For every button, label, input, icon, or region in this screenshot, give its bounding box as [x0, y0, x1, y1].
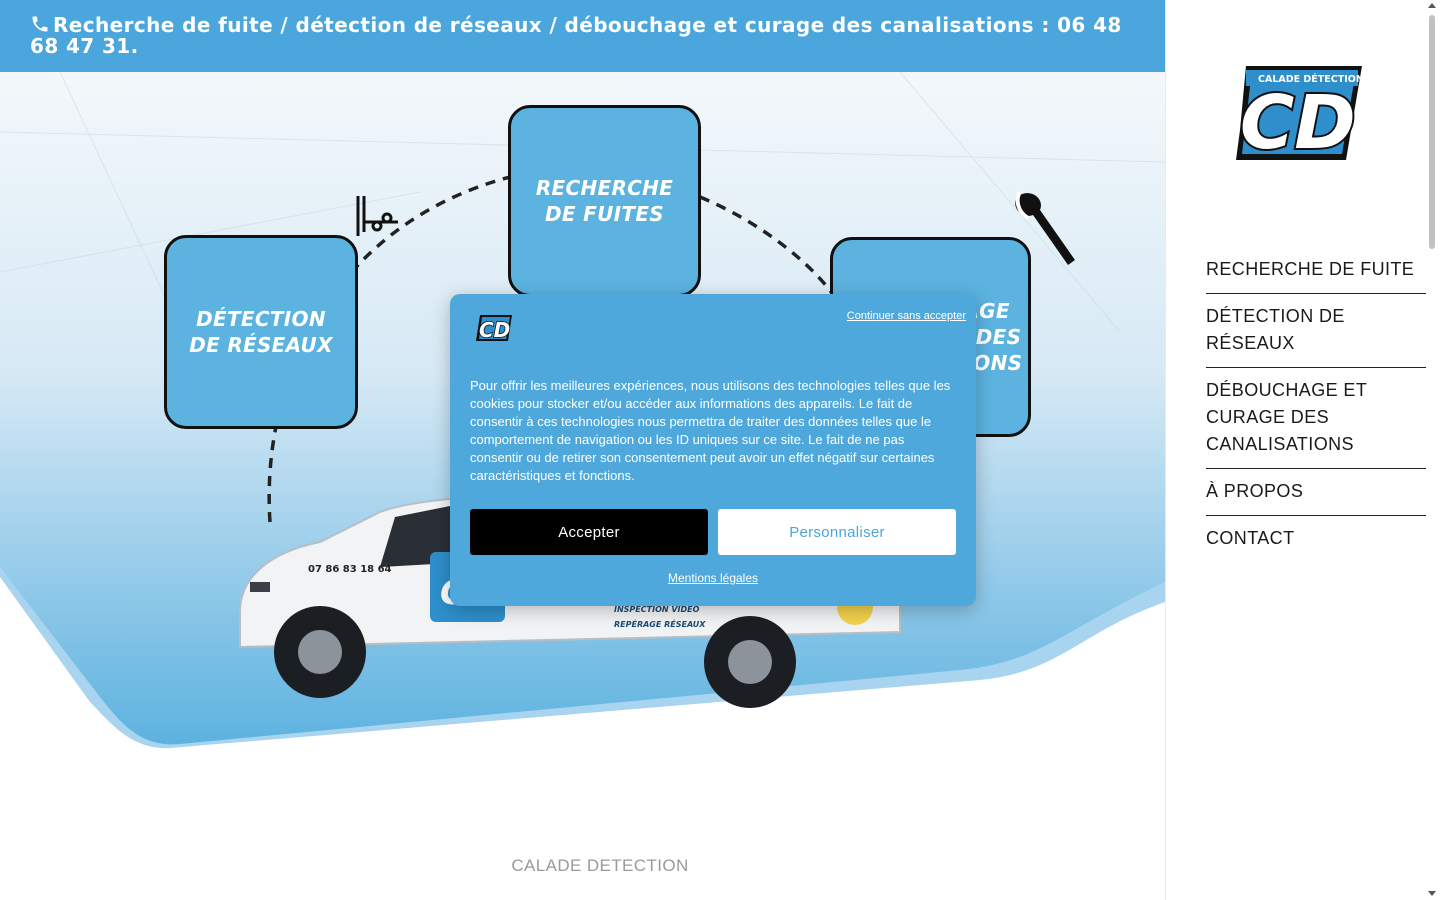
truck-phone: 07 86 83 18 64 [308, 564, 392, 575]
phone-icon [32, 16, 48, 32]
truck-line-1: INSPECTION VIDÉO [614, 603, 700, 614]
customize-button[interactable]: Personnaliser [718, 509, 956, 555]
nav-debouchage-curage[interactable]: DÉBOUCHAGE ET CURAGE DES CANALISATIONS [1206, 377, 1426, 469]
sidebar: CALADE DÉTECTION CD RECHERCHE DE FUITE D… [1165, 0, 1440, 900]
scroll-thumb[interactable] [1429, 15, 1435, 249]
nav-contact[interactable]: CONTACT [1206, 528, 1295, 548]
accept-button[interactable]: Accepter [470, 509, 708, 555]
nav-recherche-de-fuite[interactable]: RECHERCHE DE FUITE [1206, 256, 1426, 294]
cookie-text: Pour offrir les meilleures expériences, … [470, 378, 951, 483]
site-logo[interactable]: CALADE DÉTECTION CD [1228, 60, 1366, 166]
cookie-consent-dialog: CD Continuer sans accepter Pour offrir l… [450, 294, 976, 606]
legal-notice-link[interactable]: Mentions légales [667, 571, 759, 585]
section-label: CALADE DETECTION [511, 856, 689, 875]
main-nav: RECHERCHE DE FUITE DÉTECTION DE RÉSEAUX … [1206, 256, 1426, 571]
node-label: DÉTECTION DE RÉSEAUX [189, 307, 333, 357]
node-detection-reseaux[interactable]: DÉTECTION DE RÉSEAUX [164, 235, 358, 429]
node-label: RECHERCHE DE FUITES [535, 176, 674, 226]
continue-without-accepting-link[interactable]: Continuer sans accepter [846, 310, 966, 322]
logo-mark: CD [1240, 80, 1356, 166]
scroll-up-arrow-icon[interactable] [1428, 3, 1436, 8]
svg-text:CD: CD [479, 318, 510, 342]
top-banner: Recherche de fuite / détection de réseau… [0, 0, 1165, 72]
banner-end: . [130, 34, 139, 58]
truck-line-2: REPÉRAGE RÉSEAUX [614, 618, 706, 629]
wrench-icon [1015, 190, 1075, 265]
scrollbar[interactable] [1426, 0, 1438, 900]
banner-text: Recherche de fuite / détection de réseau… [53, 13, 1058, 37]
nav-detection-de-reseaux[interactable]: DÉTECTION DE RÉSEAUX [1206, 303, 1426, 368]
banner-phone[interactable]: 06 48 68 47 31 [30, 13, 1122, 58]
logo-text: CALADE DÉTECTION [1258, 73, 1364, 85]
cookie-logo-icon: CD [476, 315, 512, 343]
scroll-down-arrow-icon[interactable] [1428, 891, 1436, 896]
valve-icon [356, 196, 398, 236]
node-recherche-fuites[interactable]: RECHERCHE DE FUITES [508, 105, 701, 297]
nav-a-propos[interactable]: À PROPOS [1206, 478, 1426, 516]
